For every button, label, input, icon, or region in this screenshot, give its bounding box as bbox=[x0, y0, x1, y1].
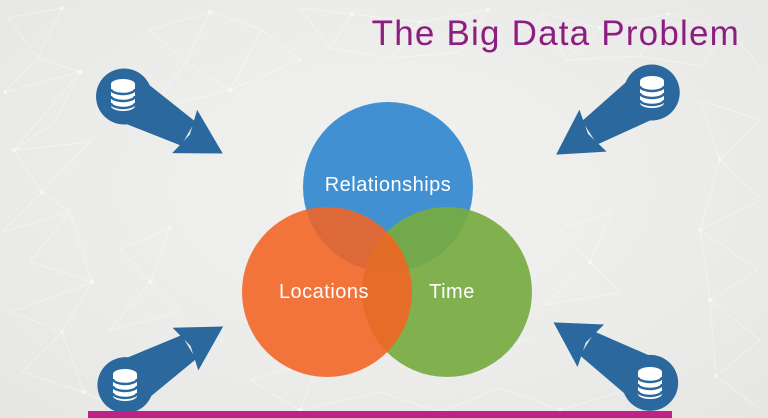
accent-bar bbox=[88, 411, 672, 418]
venn-label-relationships: Relationships bbox=[324, 174, 452, 196]
database-icon bbox=[112, 369, 138, 401]
venn-label-time: Time bbox=[429, 281, 475, 303]
venn-circle-locations bbox=[242, 207, 412, 377]
database-icon bbox=[637, 367, 663, 399]
slide-title: The Big Data Problem bbox=[371, 14, 740, 53]
venn-label-locations: Locations bbox=[278, 281, 370, 303]
database-icon bbox=[110, 79, 136, 111]
database-icon bbox=[639, 76, 665, 108]
